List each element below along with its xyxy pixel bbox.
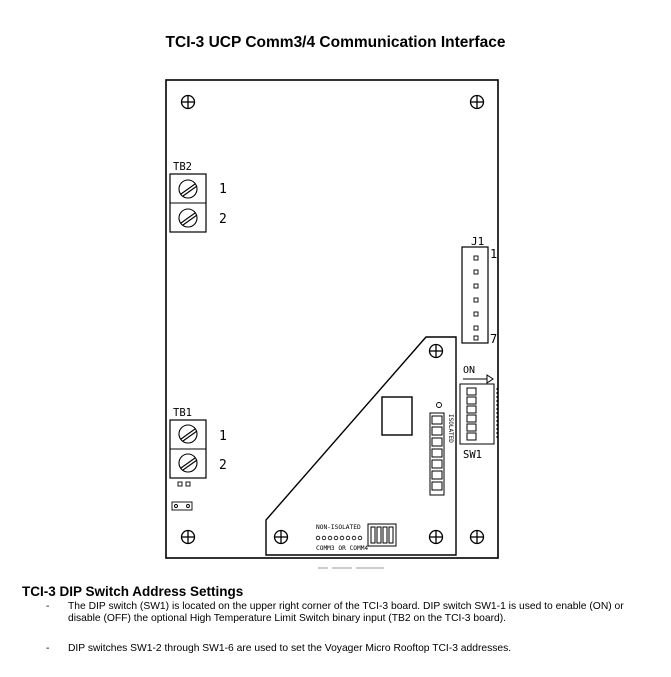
comm-pin-row xyxy=(315,535,363,541)
j1-pin-last: 7 xyxy=(490,332,497,346)
tb1-label: TB1 xyxy=(173,407,192,419)
bullet-marker: - xyxy=(46,643,50,654)
terminal-screw-icon xyxy=(178,208,198,228)
connector-j1: J1 1 7 xyxy=(461,235,497,346)
board-diagram: TB2 1 2 J1 1 7 xyxy=(165,79,499,569)
terminal-screw-icon xyxy=(178,179,198,199)
terminal-block-tb2: TB2 1 2 xyxy=(169,161,227,233)
sw1-label: SW1 xyxy=(463,449,482,461)
mounting-hole-icon xyxy=(428,529,444,545)
non-isolated-label: NON-ISOLATED xyxy=(316,524,361,531)
isolation-module-outline xyxy=(265,336,457,556)
tb2-label: TB2 xyxy=(173,161,192,173)
non-isolated-jumper-block xyxy=(367,523,397,547)
terminal-screw-icon xyxy=(178,453,198,473)
arrow-right-icon xyxy=(463,374,494,384)
page-title: TCI-3 UCP Comm3/4 Communication Interfac… xyxy=(165,34,506,51)
comm-label: COMM3 OR COMM4 xyxy=(316,545,368,552)
small-component xyxy=(171,481,193,511)
mounting-hole-icon xyxy=(180,529,196,545)
j1-label: J1 xyxy=(471,235,484,248)
bullet-text: The DIP switch (SW1) is located on the u… xyxy=(68,601,624,625)
tb2-terminal-2: 2 xyxy=(219,212,227,227)
chip xyxy=(381,396,413,436)
board-outline xyxy=(165,79,499,559)
mounting-hole-icon xyxy=(428,343,444,359)
mounting-hole-icon xyxy=(180,94,196,110)
bullet-item: - DIP switches SW1-2 through SW1-6 are u… xyxy=(46,643,643,655)
test-point xyxy=(436,402,442,408)
tb1-terminal-1: 1 xyxy=(219,429,227,444)
section-heading: TCI-3 DIP Switch Address Settings xyxy=(22,584,244,599)
dip-switch-sw1: ON SW1 xyxy=(459,365,498,461)
mounting-hole-icon xyxy=(273,529,289,545)
terminal-block-tb1: TB1 1 2 xyxy=(169,407,227,479)
terminal-screw-icon xyxy=(178,424,198,444)
isolated-jumper-block xyxy=(429,412,445,496)
mounting-hole-icon xyxy=(469,529,485,545)
isolated-label: ISOLATED xyxy=(447,414,454,443)
j1-pin-first: 1 xyxy=(490,247,497,261)
mounting-hole-icon xyxy=(469,94,485,110)
tb2-terminal-1: 1 xyxy=(219,182,227,197)
bullet-marker: - xyxy=(46,601,50,612)
sw1-on-label: ON xyxy=(463,365,475,376)
tb1-terminal-2: 2 xyxy=(219,458,227,473)
bullet-item: - The DIP switch (SW1) is located on the… xyxy=(46,601,643,625)
dip-switch-icon xyxy=(459,383,498,445)
bullet-text: DIP switches SW1-2 through SW1-6 are use… xyxy=(68,643,512,654)
